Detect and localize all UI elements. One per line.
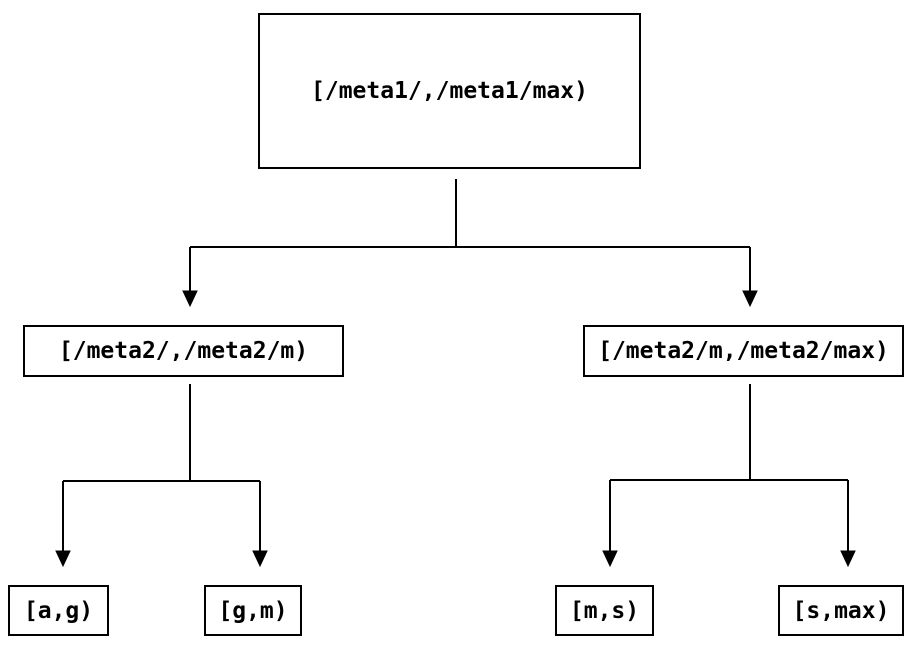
node-leaf-a-g: [a,g) [8, 585, 109, 636]
edge-right-to-leaves [602, 384, 856, 568]
arrow-down-icon [742, 290, 758, 308]
arrow-down-icon [182, 290, 198, 308]
arrow-down-icon [602, 550, 618, 568]
edge-root-to-level2 [182, 179, 758, 308]
arrow-down-icon [840, 550, 856, 568]
node-level2-right-label: [/meta2/m,/meta2/max) [598, 338, 889, 364]
arrow-down-icon [55, 550, 71, 568]
node-leaf-s-max: [s,max) [778, 585, 904, 636]
node-leaf-g-m: [g,m) [204, 585, 302, 636]
arrow-down-icon [252, 550, 268, 568]
node-leaf-m-s: [m,s) [555, 585, 654, 636]
node-leaf-m-s-label: [m,s) [569, 597, 640, 624]
node-root: [/meta1/,/meta1/max) [258, 13, 641, 169]
node-level2-right: [/meta2/m,/meta2/max) [583, 325, 904, 377]
node-level2-left-label: [/meta2/,/meta2/m) [58, 338, 309, 364]
node-leaf-a-g-label: [a,g) [23, 597, 94, 624]
node-leaf-g-m-label: [g,m) [218, 597, 288, 624]
node-root-label: [/meta1/,/meta1/max) [311, 78, 588, 104]
node-leaf-s-max-label: [s,max) [792, 597, 890, 624]
edge-left-to-leaves [55, 384, 268, 568]
node-level2-left: [/meta2/,/meta2/m) [23, 325, 344, 377]
